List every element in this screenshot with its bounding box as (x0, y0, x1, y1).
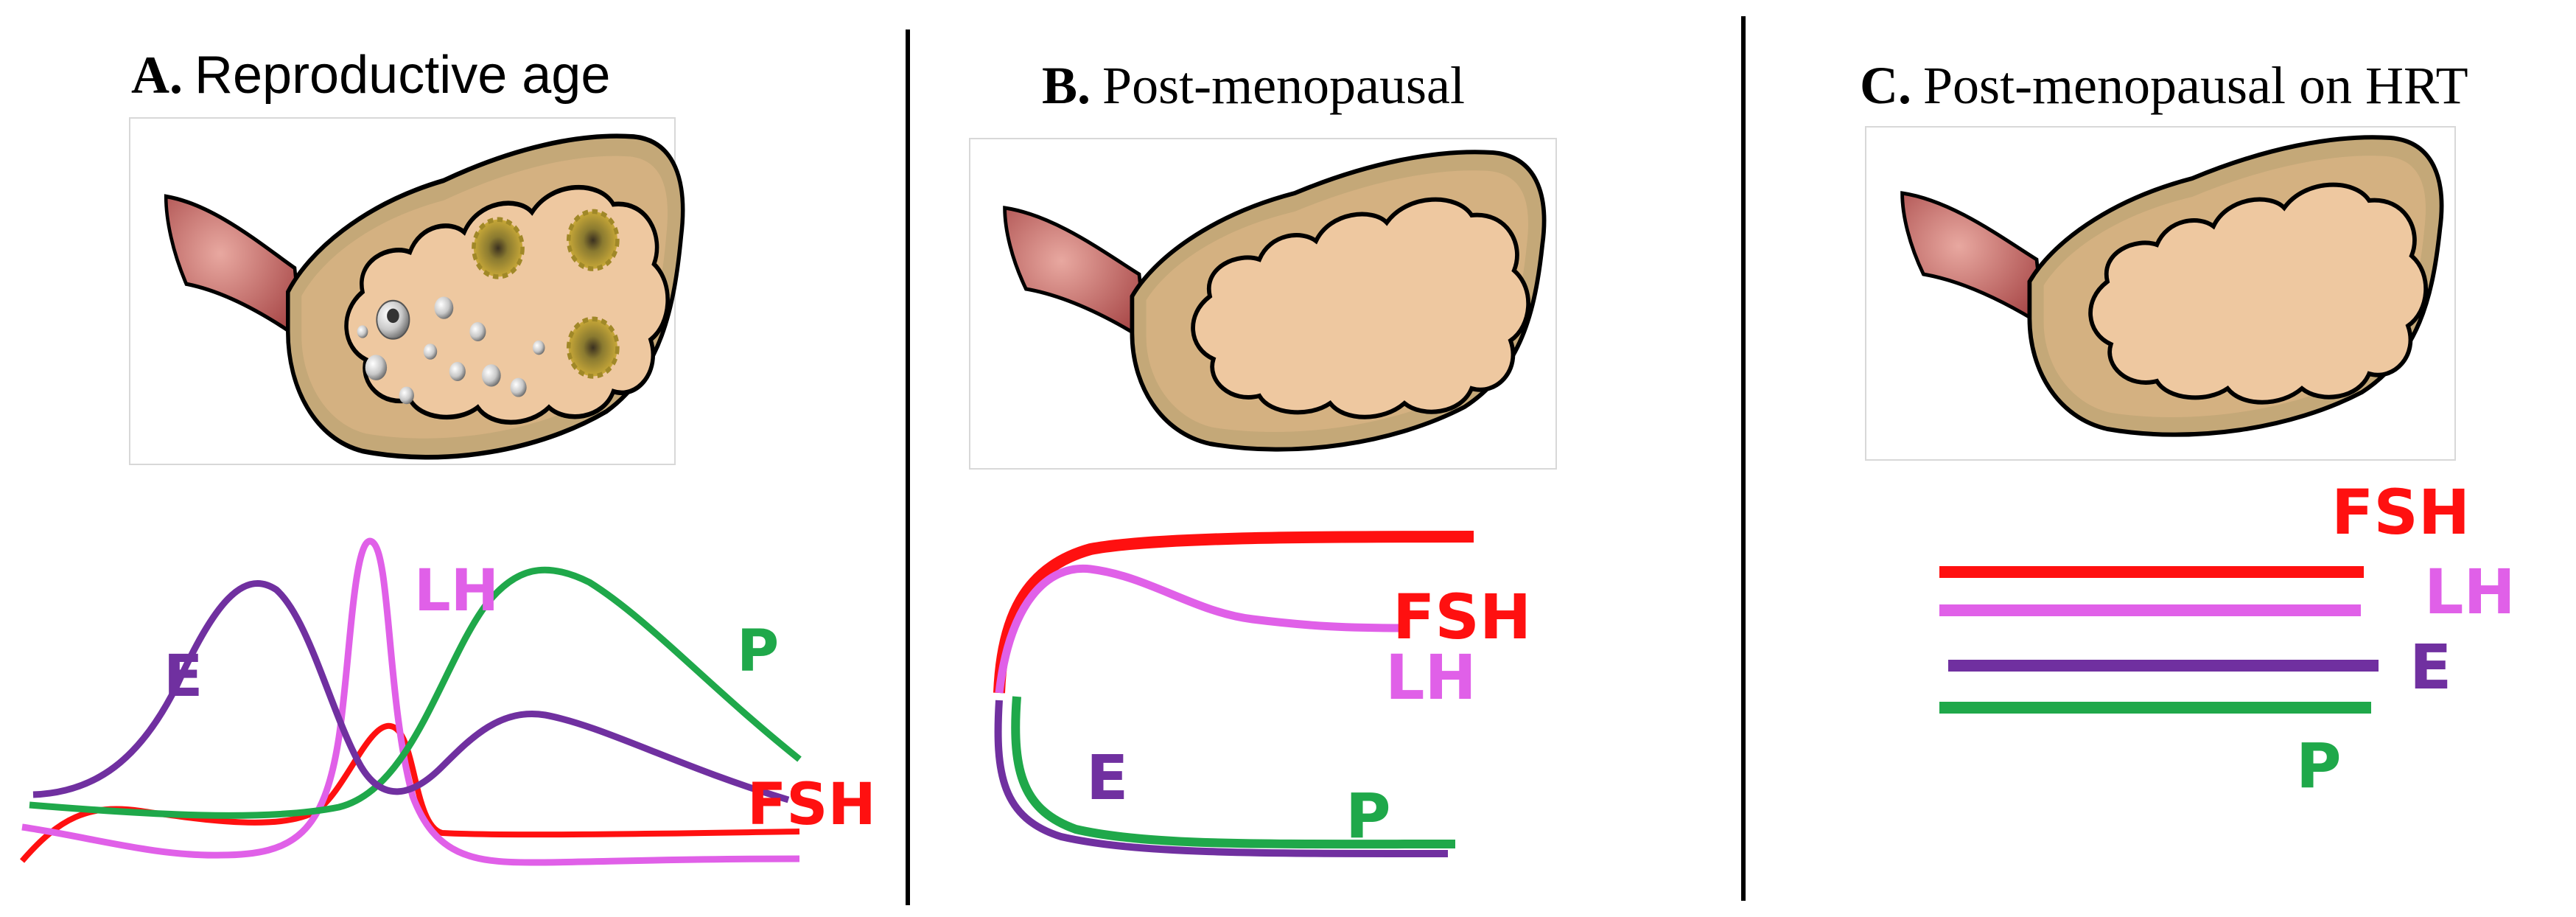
panel-reproductive-age: A.Reproductive age (19, 46, 876, 866)
label-b-lh: LH (1385, 641, 1477, 714)
panel-b-letter: B. (1042, 56, 1091, 115)
panel-post-menopausal: B.Post-menopausal FSH LH E P (969, 56, 1557, 857)
label-b-e: E (1086, 742, 1128, 814)
panel-a-letter: A. (131, 46, 183, 105)
panel-c-title: C.Post-menopausal on HRT (1860, 56, 2468, 115)
label-c-fsh: FSH (2331, 476, 2470, 548)
panel-c-letter: C. (1860, 56, 1911, 115)
ovary-post-menopausal-image (1005, 152, 1544, 449)
panel-b-image-frame (969, 138, 1557, 470)
panel-post-menopausal-on-hrt: C.Post-menopausal on HRT FSH LH E P (1860, 56, 2516, 802)
panel-b-title: B.Post-menopausal (1042, 56, 1465, 115)
label-b-p: P (1345, 780, 1391, 852)
label-c-e: E (2409, 631, 2451, 703)
label-c-lh: LH (2424, 556, 2516, 628)
label-a-p: P (737, 618, 779, 685)
label-a-lh: LH (414, 558, 499, 624)
curve-b-lh (995, 564, 1408, 694)
panel-c-image-frame (1865, 126, 2456, 461)
curve-a-e (32, 579, 790, 803)
ovary-hrt-image (1903, 137, 2442, 434)
label-b-fsh: FSH (1393, 581, 1531, 653)
panel-a-title: A.Reproductive age (131, 46, 610, 105)
panel-a-title-text: Reproductive age (195, 46, 610, 105)
ovary-reproductive-image (166, 136, 682, 458)
curve-b-p (1011, 696, 1456, 849)
label-c-p: P (2296, 730, 2342, 802)
label-a-e: E (164, 644, 203, 710)
panel-b-title-text: Post-menopausal (1102, 56, 1465, 115)
curve-a-lh (21, 537, 800, 866)
panel-c-title-text: Post-menopausal on HRT (1923, 56, 2468, 115)
curve-a-p (29, 566, 802, 819)
curve-b-fsh (993, 531, 1474, 694)
curve-b-e (994, 700, 1449, 857)
label-a-fsh: FSH (747, 772, 876, 838)
